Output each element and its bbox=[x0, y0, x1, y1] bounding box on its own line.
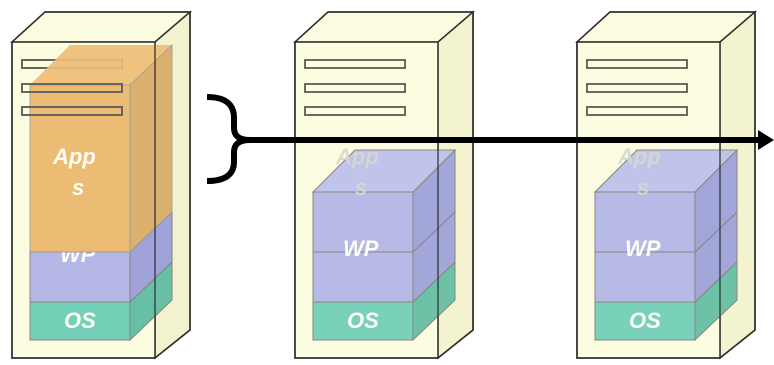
drive-bay bbox=[586, 59, 688, 69]
os-label: OS bbox=[629, 308, 661, 333]
drive-bay bbox=[304, 106, 406, 116]
apps-label-line1: App bbox=[52, 144, 96, 169]
wp-layer bbox=[594, 251, 696, 303]
tower-glass bbox=[12, 12, 190, 358]
tower-edge bbox=[437, 11, 474, 43]
drive-bay bbox=[586, 83, 688, 93]
wp-upper-layer-top bbox=[311, 149, 457, 193]
apps-label-line2: s bbox=[637, 175, 649, 200]
apps-label-line2: s bbox=[355, 175, 367, 200]
tower-outline bbox=[294, 11, 474, 359]
tower-outline bbox=[576, 11, 756, 359]
apps-label-line2: s bbox=[72, 175, 84, 200]
apps-label-line1: App bbox=[335, 144, 379, 169]
wp-upper-layer bbox=[312, 191, 414, 253]
server-3: OS WP App s bbox=[575, 10, 758, 360]
os-layer bbox=[594, 301, 696, 341]
os-label: OS bbox=[347, 308, 379, 333]
drive-bay-overlay bbox=[21, 83, 123, 93]
os-layer bbox=[312, 301, 414, 341]
tower-edge bbox=[719, 11, 756, 43]
wp-upper-layer-top bbox=[593, 149, 739, 193]
drive-bay-overlay bbox=[21, 106, 123, 116]
curly-brace bbox=[206, 94, 251, 184]
os-label: OS bbox=[64, 308, 96, 333]
wp-layer bbox=[29, 251, 131, 303]
drive-bay bbox=[304, 59, 406, 69]
os-layer bbox=[29, 301, 131, 341]
tower-outline bbox=[11, 11, 191, 359]
migration-arrow-head bbox=[758, 130, 774, 150]
server-2: OS WP App s bbox=[293, 10, 476, 360]
wp-upper-layer bbox=[594, 191, 696, 253]
tower-glass bbox=[295, 12, 473, 358]
tower-glass bbox=[577, 12, 755, 358]
tower-edge bbox=[154, 11, 191, 43]
apps-layer bbox=[29, 84, 131, 253]
drive-bay bbox=[304, 83, 406, 93]
drive-bay bbox=[586, 106, 688, 116]
apps-layer-top bbox=[30, 45, 172, 85]
apps-label-line1: App bbox=[617, 144, 661, 169]
wp-label: WP bbox=[625, 236, 661, 261]
wp-layer bbox=[312, 251, 414, 303]
server-1: OS WP App s bbox=[10, 10, 193, 360]
wp-label: WP bbox=[343, 236, 379, 261]
